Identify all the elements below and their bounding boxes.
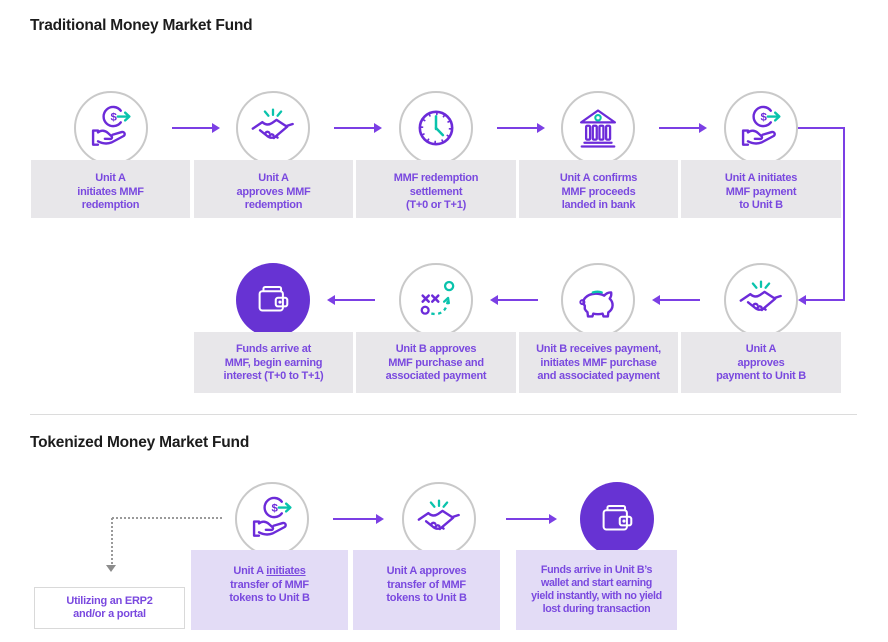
handshake-icon (248, 103, 298, 153)
traditional-title: Traditional Money Market Fund (30, 17, 253, 34)
step-circle (399, 263, 473, 337)
erp-portal-note: Utilizing an ERP2 and/or a portal (34, 587, 185, 629)
arrow-left-icon (497, 298, 538, 301)
step-label: Unit B receives payment, initiates MMF p… (519, 332, 678, 393)
step-circle-filled (580, 482, 654, 556)
step-circle (74, 91, 148, 165)
step-label: Unit A approves payment to Unit B (681, 332, 841, 393)
money-send-icon (736, 103, 786, 153)
arrow-right-icon (334, 126, 375, 129)
arrow-left-icon (659, 298, 700, 301)
dotted-line-horizontal (112, 517, 222, 519)
bank-icon (573, 103, 623, 153)
handshake-icon (736, 275, 786, 325)
strategy-icon (411, 275, 461, 325)
step-circle (399, 91, 473, 165)
wallet-icon (595, 497, 639, 541)
step-label: Unit A initiates transfer of MMF tokens … (191, 550, 348, 630)
label-text-underlined: initiates (266, 565, 306, 577)
step-label: Unit A initiates MMF payment to Unit B (681, 160, 841, 218)
arrow-left-icon (805, 298, 845, 301)
connector-segment (842, 126, 845, 301)
handshake-icon (414, 494, 464, 544)
step-label: Unit B approves MMF purchase and associa… (356, 332, 516, 393)
step-label: Unit A initiates MMF redemption (31, 160, 190, 218)
arrow-right-icon (506, 517, 550, 520)
arrow-down-icon (106, 565, 116, 572)
step-label: MMF redemption settlement (T+0 or T+1) (356, 160, 516, 218)
step-label: Unit A approves MMF redemption (194, 160, 353, 218)
step-circle (402, 482, 476, 556)
step-circle (561, 263, 635, 337)
clock-icon (411, 103, 461, 153)
arrow-right-icon (497, 126, 538, 129)
step-circle (236, 91, 310, 165)
dotted-line-vertical (111, 518, 113, 564)
label-text: Unit A (233, 565, 267, 577)
arrow-left-icon (334, 298, 375, 301)
step-label: Unit A confirms MMF proceeds landed in b… (519, 160, 678, 218)
step-circle (235, 482, 309, 556)
label-text: transfer of MMF tokens to Unit B (229, 578, 310, 604)
money-send-icon (247, 494, 297, 544)
step-circle (724, 91, 798, 165)
arrow-right-icon (659, 126, 700, 129)
connector-segment (798, 126, 845, 129)
step-circle (561, 91, 635, 165)
step-label: Funds arrive at MMF, begin earning inter… (194, 332, 353, 393)
step-label: Unit A approves transfer of MMF tokens t… (353, 550, 500, 630)
section-divider (30, 414, 857, 415)
wallet-icon (251, 278, 295, 322)
arrow-right-icon (172, 126, 213, 129)
arrow-right-icon (333, 517, 377, 520)
tokenized-title: Tokenized Money Market Fund (30, 434, 250, 451)
money-send-icon (86, 103, 136, 153)
piggy-bank-icon (573, 275, 623, 325)
step-circle-filled (236, 263, 310, 337)
step-circle (724, 263, 798, 337)
step-label: Funds arrive in Unit B’s wallet and star… (516, 550, 677, 630)
